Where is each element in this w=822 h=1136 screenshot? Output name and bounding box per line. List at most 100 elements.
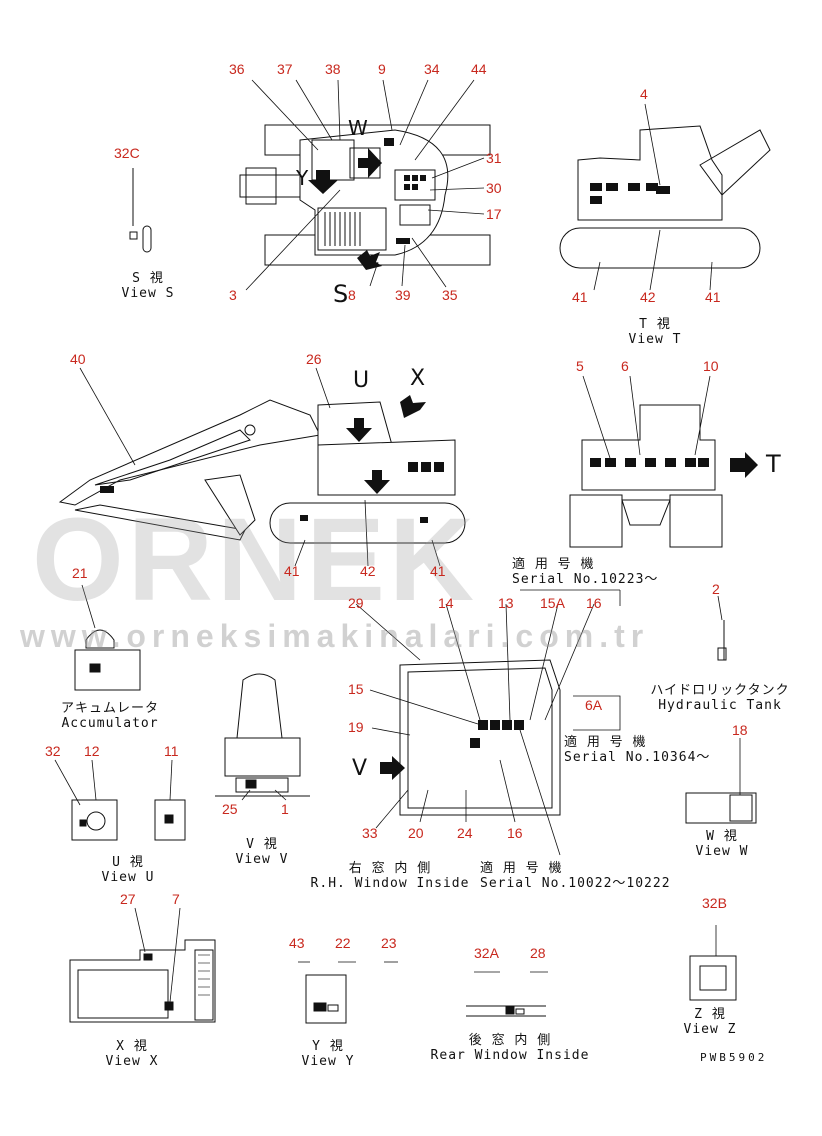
caption-view-x: X 視 View X [92,1039,172,1070]
caption-serial-1-jp: 適 用 号 機 [512,557,595,572]
caption-rh-window-en: R.H. Window Inside [310,875,470,891]
caption-rear-window-en: Rear Window Inside [430,1047,590,1063]
callout-23: 23 [381,935,397,951]
callout-15: 15 [348,681,364,697]
callout-30: 30 [486,180,502,196]
callout-34: 34 [424,61,440,77]
callout-13: 13 [498,595,514,611]
caption-view-y: Y 視 View Y [288,1039,368,1070]
callout-9: 9 [378,61,386,77]
view-w-drawing [685,738,757,824]
caption-view-v-en: View V [235,851,289,867]
cab-window-drawing [355,589,621,856]
caption-serial-3-jp: 適 用 号 機 [480,861,563,876]
view-y-drawing [298,961,398,1024]
view-letter-u: U [353,368,370,393]
callout-16-b: 16 [507,825,523,841]
caption-accumulator-en: Accumulator [61,715,159,731]
callout-6A: 6A [585,697,603,713]
top-view-machine [239,79,491,291]
callout-25: 25 [222,801,238,817]
caption-view-s: S 視 View S [108,271,188,302]
view-letter-y: Y [296,166,309,190]
caption-view-z-en: View Z [683,1021,737,1037]
view-letter-s: S [333,280,349,308]
caption-rear-window-jp: 後 窓 内 側 [468,1033,552,1048]
callout-41-d: 41 [430,563,446,579]
callout-14: 14 [438,595,454,611]
callout-10: 10 [703,358,719,374]
callout-37: 37 [277,61,293,77]
caption-hydraulic-tank-jp: ハイドロリックタンク [650,683,790,698]
view-u-drawing [54,759,186,841]
callout-29: 29 [348,595,364,611]
seat-drawing [215,673,310,801]
caption-rh-window-jp: 右 窓 内 側 [348,861,432,876]
drawing-code: PWB5902 [700,1051,768,1064]
caption-view-v: V 視 View V [222,837,302,868]
callout-17: 17 [486,206,502,222]
caption-view-s-en: View S [121,285,175,301]
caption-hydraulic-tank: ハイドロリックタンク Hydraulic Tank [650,683,790,714]
caption-view-t-jp: T 視 [639,317,671,332]
callout-27: 27 [120,891,136,907]
caption-view-y-en: View Y [301,1053,355,1069]
caption-serial-2-jp: 適 用 号 機 [564,735,647,750]
caption-view-v-jp: V 視 [246,837,278,852]
callout-22: 22 [335,935,351,951]
callout-12: 12 [84,743,100,759]
callout-32B: 32B [702,895,727,911]
callout-20: 20 [408,825,424,841]
callout-3: 3 [229,287,237,303]
hydraulic-tank-drawing [717,595,727,661]
callout-2: 2 [712,581,720,597]
caption-view-x-en: View X [105,1053,159,1069]
caption-view-t: T 視 View T [615,317,695,348]
caption-view-w-en: View W [695,843,749,859]
caption-view-z: Z 視 View Z [670,1007,750,1038]
callout-26: 26 [306,351,322,367]
callout-18: 18 [732,722,748,738]
callout-21: 21 [72,565,88,581]
caption-view-s-jp: S 視 [132,271,164,286]
callout-6: 6 [621,358,629,374]
callout-8: 8 [348,287,356,303]
caption-rear-window: 後 窓 内 側 Rear Window Inside [420,1033,600,1064]
callout-19: 19 [348,719,364,735]
callout-42-b: 42 [360,563,376,579]
view-letter-t: T [766,450,781,478]
callout-41-c: 41 [284,563,300,579]
view-letter-v: V [352,756,368,781]
view-letter-x: X [410,366,426,391]
callout-36: 36 [229,61,245,77]
caption-view-x-jp: X 視 [116,1039,148,1054]
caption-view-y-jp: Y 視 [312,1039,344,1054]
caption-serial-2-en: Serial No.10364～ [564,749,711,765]
callout-38: 38 [325,61,341,77]
caption-view-u-en: View U [101,869,155,885]
caption-serial-1-en: Serial No.10223～ [512,571,659,587]
rear-window-drawing [466,971,548,1017]
caption-rh-window: 右 窓 内 側 R.H. Window Inside [300,861,480,892]
caption-view-u-jp: U 視 [112,855,144,870]
callout-32A: 32A [474,945,499,961]
callout-31: 31 [486,150,502,166]
callout-39: 39 [395,287,411,303]
caption-hydraulic-tank-en: Hydraulic Tank [658,697,782,713]
caption-view-u: U 視 View U [88,855,168,886]
caption-serial-2: 適 用 号 機 Serial No.10364～ [564,735,734,766]
view-s-detail [129,168,152,253]
caption-accumulator: アキュムレータ Accumulator [55,701,165,732]
callout-1: 1 [281,801,289,817]
callout-32C: 32C [114,145,140,161]
callout-33: 33 [362,825,378,841]
callout-16-a: 16 [586,595,602,611]
caption-serial-1: 適 用 号 機 Serial No.10223～ [512,557,672,588]
view-z-drawing [689,925,737,1001]
callout-40: 40 [70,351,86,367]
callout-24: 24 [457,825,473,841]
rear-view-machine [569,375,758,548]
caption-view-w-jp: W 視 [706,829,738,844]
